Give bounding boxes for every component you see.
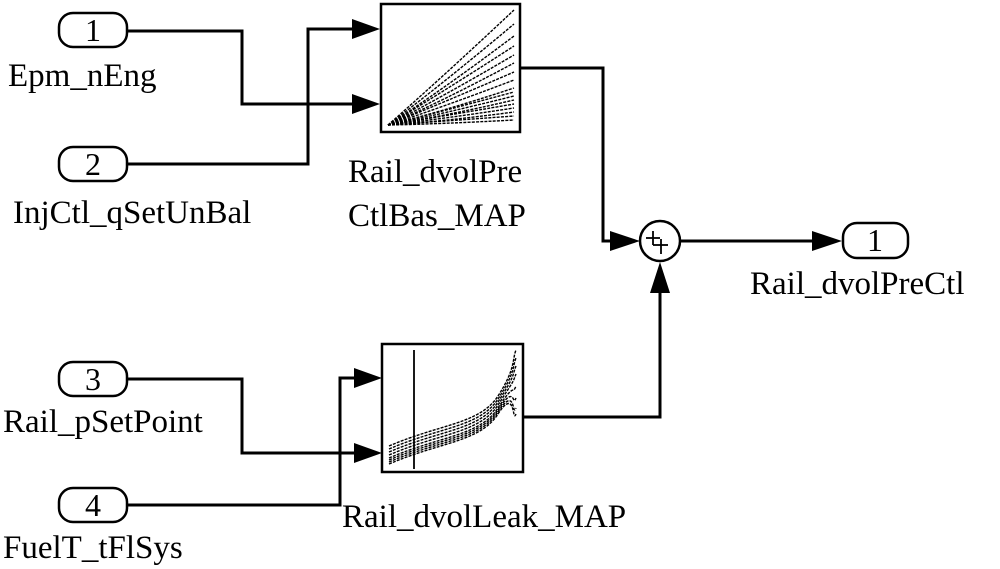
inport-3-number: 3 [85, 361, 101, 397]
arrowhead-map-bottom-in2 [354, 443, 382, 463]
inport-4-number: 4 [85, 487, 101, 523]
inport-2-number: 2 [85, 146, 101, 182]
map-curve [388, 385, 517, 459]
arrowhead-map-top-in1 [352, 19, 380, 39]
map-top-label-line2: CtlBas_MAP [348, 198, 526, 234]
map-curve [388, 400, 517, 463]
map-curve [387, 45, 515, 126]
lookup-table-2d-icon [388, 349, 517, 465]
arrowhead-outport1 [812, 231, 842, 251]
map-top-label-line1: Rail_dvolPre [348, 154, 522, 190]
wire-inport1-to-map-top[interactable] [127, 29, 352, 106]
inport-3[interactable]: 3 Rail_pSetPoint [3, 360, 203, 440]
map-curve [387, 35, 515, 126]
wire-inport3-to-map-bottom[interactable] [127, 377, 354, 455]
map-curve [387, 23, 515, 126]
map-curve [388, 373, 517, 456]
map-curve [387, 54, 515, 126]
map-curve [387, 9, 515, 126]
lookup-table-2d-icon [387, 9, 515, 126]
inport-2[interactable]: 2 InjCtl_qSetUnBal [13, 145, 251, 231]
map-curve [387, 119, 515, 126]
sum-block[interactable] [638, 219, 682, 263]
inport-1[interactable]: 1 Epm_nEng [8, 11, 156, 94]
map-curve [388, 357, 517, 450]
wire-map-bottom-to-sum[interactable] [523, 291, 662, 419]
arrowhead-sum-in1 [610, 231, 640, 251]
inport-4-label: FuelT_tFlSys [3, 530, 183, 566]
wire-inport4-to-map-bottom[interactable] [127, 376, 354, 507]
outport-1-number: 1 [867, 222, 883, 258]
inport-1-label: Epm_nEng [8, 58, 156, 94]
arrowhead-map-bottom-in1 [354, 368, 382, 388]
map-curve [388, 365, 517, 453]
map-curve [388, 349, 517, 447]
map-bottom-label: Rail_dvolLeak_MAP [342, 499, 626, 535]
wire-map-top-to-sum[interactable] [520, 66, 612, 243]
outport-1[interactable]: 1 Rail_dvolPreCtl [750, 221, 965, 302]
map-top-block[interactable]: Rail_dvolPre CtlBas_MAP [348, 2, 526, 234]
arrowhead-map-top-in2 [352, 94, 380, 114]
sum-icon [646, 231, 668, 254]
map-curve [388, 395, 517, 461]
map-curve [387, 71, 515, 126]
map-curve [388, 402, 517, 465]
outport-1-label: Rail_dvolPreCtl [750, 266, 965, 302]
map-curve [387, 79, 515, 126]
map-bottom-block[interactable]: Rail_dvolLeak_MAP [342, 342, 626, 535]
inport-2-label: InjCtl_qSetUnBal [13, 195, 251, 231]
inport-3-label: Rail_pSetPoint [3, 404, 203, 440]
wire-inport2-to-map-top[interactable] [127, 27, 352, 166]
inport-4[interactable]: 4 FuelT_tFlSys [3, 486, 183, 566]
arrowhead-sum-in2 [650, 262, 670, 293]
inport-1-number: 1 [85, 12, 101, 48]
